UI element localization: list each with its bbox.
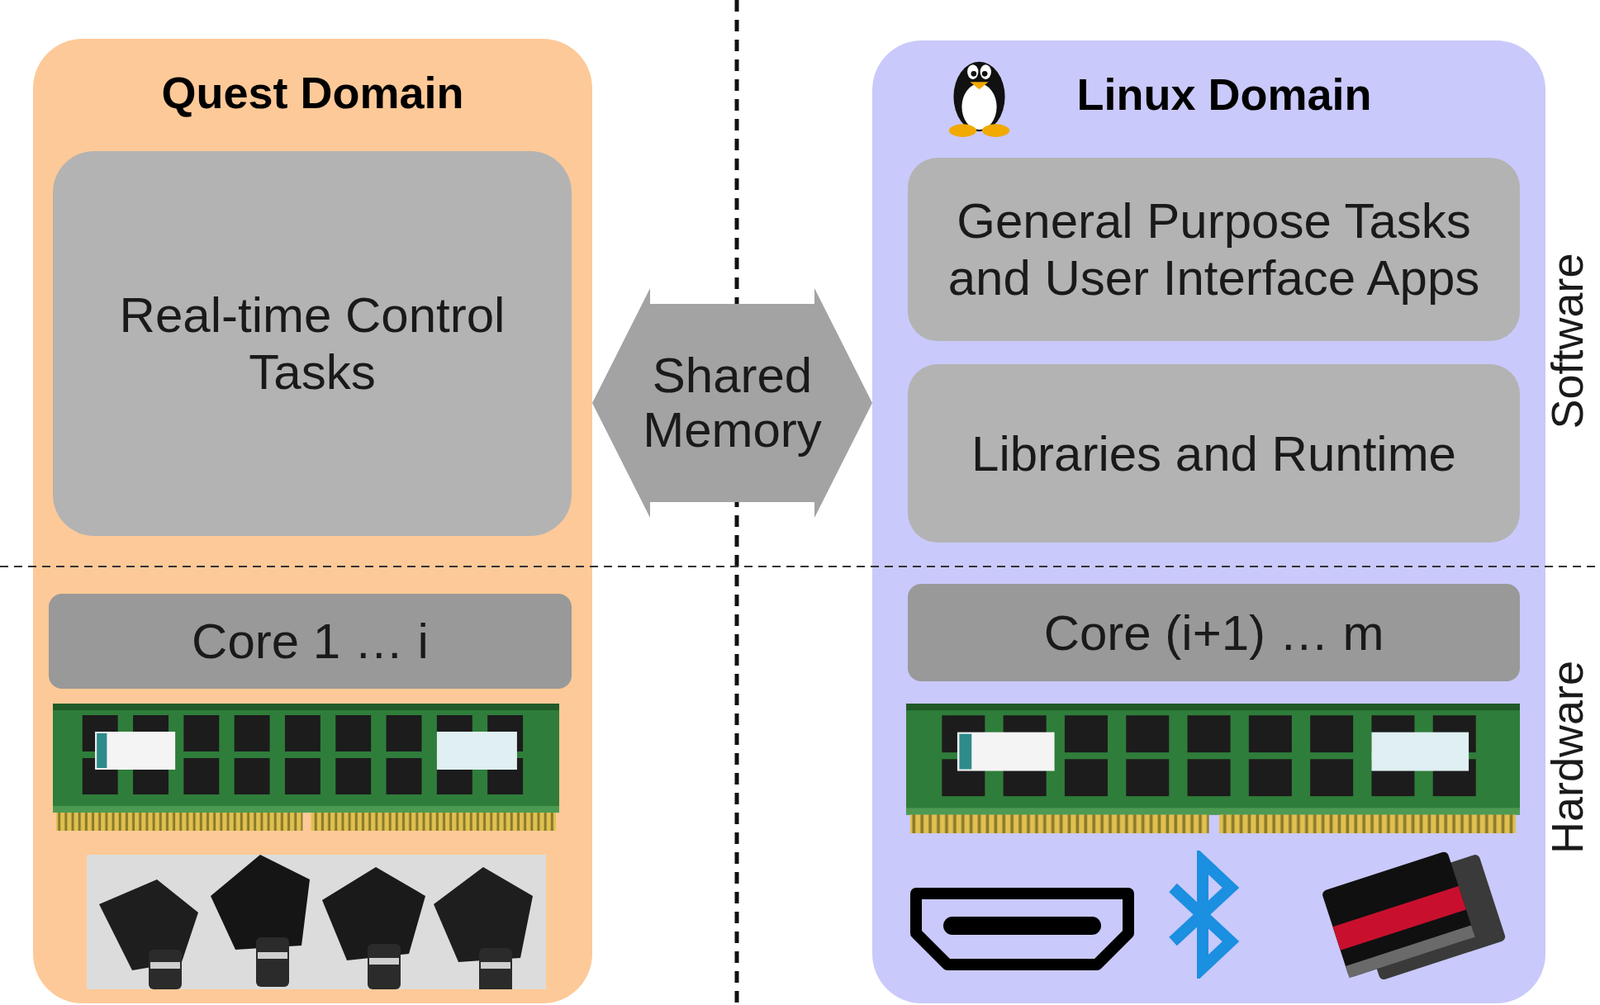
box-text: General Purpose Tasks and User Interface… — [929, 192, 1499, 307]
connector — [210, 854, 310, 988]
edge-label: Shared Memory — [633, 348, 832, 458]
core-box: Core 1 … i — [48, 593, 572, 689]
domain-title: Linux Domain — [1004, 70, 1444, 119]
dashed-line — [0, 565, 1600, 568]
box-text: Real-time Control Tasks — [74, 286, 551, 401]
domain-panel: Quest DomainReal-time Control TasksCore … — [33, 38, 593, 1004]
shared-memory-arrow — [592, 288, 873, 518]
can-connectors — [86, 854, 546, 990]
connector — [322, 867, 426, 990]
flash-chip — [1313, 844, 1512, 989]
task-box: Real-time Control Tasks — [52, 151, 572, 537]
domain-title: Quest Domain — [33, 68, 593, 118]
connector — [433, 867, 533, 990]
task-box: General Purpose Tasks and User Interface… — [907, 157, 1520, 342]
domain-panel: Linux DomainGeneral Purpose Tasks and Us… — [872, 40, 1546, 1004]
box-text: Libraries and Runtime — [971, 425, 1457, 483]
ram-module — [52, 703, 560, 832]
box-text: Core 1 … i — [191, 612, 429, 670]
hdmi-icon — [906, 883, 1139, 975]
layer-label: Software — [1543, 252, 1592, 429]
connector — [99, 879, 199, 990]
dashed-line — [735, 0, 740, 1005]
runtime-box: Libraries and Runtime — [907, 364, 1520, 543]
box-text: Core (i+1) … m — [1044, 604, 1385, 662]
bluetooth-icon — [1163, 850, 1246, 979]
layer-label: Hardware — [1543, 660, 1592, 855]
tux-penguin — [933, 46, 1026, 138]
ram-module — [906, 703, 1520, 835]
core-box: Core (i+1) … m — [907, 583, 1520, 682]
